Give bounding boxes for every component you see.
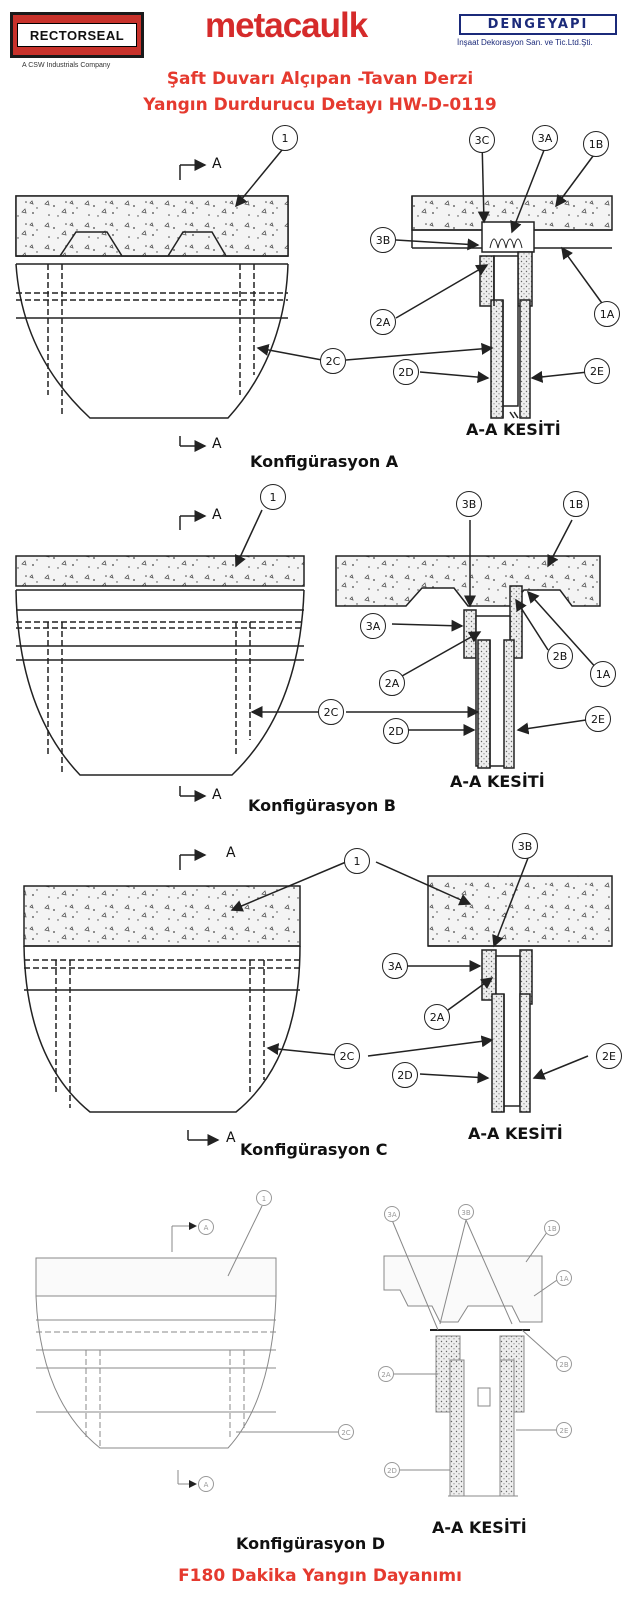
tag-a-1b: 1B [583, 131, 609, 157]
section-marker-b-bottom: A [212, 787, 222, 803]
footer-fire-rating: F180 Dakika Yangın Dayanımı [178, 1566, 462, 1586]
tag-b-1b: 1B [563, 491, 589, 517]
config-label-c: Konfigürasyon C [240, 1140, 388, 1159]
tag-b-2b: 2B [547, 643, 573, 669]
tag-a-2a: 2A [370, 309, 396, 335]
tag-c-3b: 3B [512, 833, 538, 859]
config-label-d: Konfigürasyon D [236, 1534, 386, 1553]
tag-d-2c: 2C [338, 1424, 354, 1440]
rectorseal-tagline: A CSW Industrials Company [22, 62, 111, 69]
title-line-2: Yangın Durdurucu Detayı HW-D-0119 [143, 95, 497, 115]
tag-a-2c: 2C [320, 348, 346, 374]
config-label-b: Konfigürasyon B [248, 796, 396, 815]
tag-d-2e: 2E [556, 1422, 572, 1438]
tag-a-3a: 3A [532, 125, 558, 151]
tag-a-1a: 1A [594, 301, 620, 327]
config-label-a: Konfigürasyon A [250, 452, 399, 471]
tag-d-3b: 3B [458, 1204, 474, 1220]
dengeyapi-tagline: İnşaat Dekorasyon San. ve Tic.Ltd.Şti. [457, 38, 593, 47]
tag-b-3a: 3A [360, 613, 386, 639]
title-line-1: Şaft Duvarı Alçıpan -Tavan Derzi [166, 69, 474, 89]
tag-d-1b: 1B [544, 1220, 560, 1236]
section-marker-a-top: A [212, 156, 222, 172]
section-marker-b-top: A [212, 507, 222, 523]
tag-b-1a: 1A [590, 661, 616, 687]
dengeyapi-logo: DENGEYAPI [459, 14, 617, 35]
section-marker-a-bottom: A [212, 436, 222, 452]
tag-d-2d: 2D [384, 1462, 400, 1478]
tag-b-2c: 2C [318, 699, 344, 725]
tag-c-1: 1 [344, 848, 370, 874]
tag-b-2a: 2A [379, 670, 405, 696]
section-marker-d-top: A [198, 1219, 214, 1235]
tag-a-3c: 3C [469, 127, 495, 153]
tag-a-2e: 2E [584, 358, 610, 384]
tag-b-2e: 2E [585, 706, 611, 732]
rectorseal-name: RECTORSEAL [29, 28, 125, 43]
tag-a-1: 1 [272, 125, 298, 151]
section-title-a: A-A KESİTİ [466, 420, 561, 439]
section-marker-c-bottom: A [226, 1130, 236, 1146]
tag-c-2e: 2E [596, 1043, 622, 1069]
tag-c-2c: 2C [334, 1043, 360, 1069]
tag-d-2a: 2A [378, 1366, 394, 1382]
tag-b-3b: 3B [456, 491, 482, 517]
rectorseal-logo: RECTORSEAL [10, 12, 144, 58]
tag-c-2a: 2A [424, 1004, 450, 1030]
tag-d-1a: 1A [556, 1270, 572, 1286]
tag-d-2b: 2B [556, 1356, 572, 1372]
section-title-b: A-A KESİTİ [450, 772, 545, 791]
tag-b-1: 1 [260, 484, 286, 510]
metacaulk-logo: metacaulk [205, 6, 368, 45]
tag-d-3a: 3A [384, 1206, 400, 1222]
dengeyapi-name: DENGEYAPI [487, 17, 589, 32]
section-title-d: A-A KESİTİ [432, 1518, 527, 1537]
section-marker-c-top: A [226, 845, 236, 861]
section-title-c: A-A KESİTİ [468, 1124, 563, 1143]
tag-d-1: 1 [256, 1190, 272, 1206]
tag-c-2d: 2D [392, 1062, 418, 1088]
tag-c-3a: 3A [382, 953, 408, 979]
tag-b-2d: 2D [383, 718, 409, 744]
tag-a-3b: 3B [370, 227, 396, 253]
section-marker-d-bottom: A [198, 1476, 214, 1492]
tag-a-2d: 2D [393, 359, 419, 385]
